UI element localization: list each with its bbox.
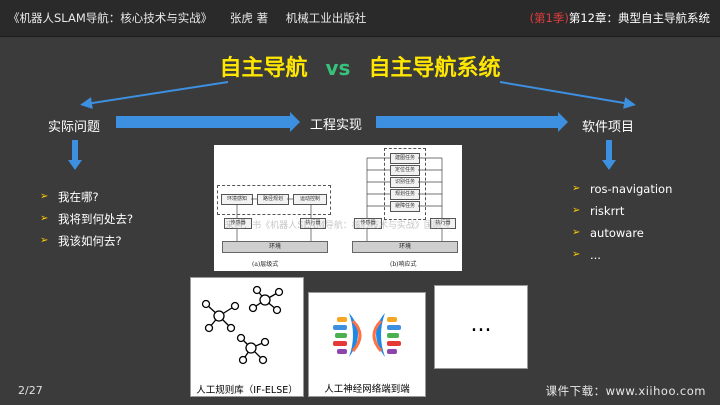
chapter-info: (第1季)第12章：典型自主导航系统 (530, 10, 710, 26)
watermark-text: 来自：书《机器人SLAM导航：核心技术与实战》国际互 (225, 221, 451, 231)
rule-graph-icon (201, 285, 284, 365)
rules-card: 人工规则库（IF-ELSE） (190, 277, 304, 397)
task-avoidance: 避障任务 (390, 201, 420, 212)
box-actuator-a: 执行器 (300, 218, 326, 229)
author: 张虎 著 (229, 11, 269, 25)
arrow-down-right (602, 140, 616, 170)
caption-b: (b)响应式 (390, 261, 417, 268)
headline-vs: vs (325, 56, 351, 80)
figure-connectors (236, 157, 443, 241)
more-ellipsis: ... (470, 312, 492, 337)
page-number: 2/27 (18, 384, 43, 397)
label-software-project: 软件项目 (582, 120, 635, 135)
season-label: (第1季) (529, 11, 569, 25)
arrow-down-left (68, 140, 82, 170)
task-mapping: 建图任务 (390, 153, 420, 164)
chapter-title: 第12章：典型自主导航系统 (568, 11, 710, 25)
project-list: ros-navigation riskrrt autoware ... (572, 178, 672, 266)
arrow-to-left (80, 81, 229, 110)
arrow-to-right (499, 81, 636, 109)
hierarchy-dashed-frame (217, 185, 331, 215)
courseware-link[interactable]: 课件下载：www.xiihoo.com (545, 384, 706, 398)
caption-a: (a)层级式 (252, 261, 279, 268)
list-item: 我该如何去? (40, 230, 133, 252)
more-card: ... (434, 285, 528, 369)
arrow-center-left (116, 112, 300, 132)
publisher: 机械工业出版社 (285, 11, 367, 25)
reactive-dashed-frame (384, 148, 426, 220)
box-planning: 路径规划 (257, 194, 289, 205)
list-item: riskrrt (572, 200, 672, 222)
top-bar (0, 0, 720, 37)
task-planning: 规划任务 (390, 189, 420, 200)
label-engineering: 工程实现 (310, 118, 363, 133)
list-item: ... (572, 244, 672, 266)
env-b: 环境 (352, 241, 458, 253)
book-title: 《机器人SLAM导航：核心技术与实战》 (8, 11, 213, 25)
book-info: 《机器人SLAM导航：核心技术与实战》 张虎 著 机械工业出版社 (8, 10, 380, 26)
box-actuator-b: 执行器 (430, 218, 456, 229)
slide-headline: 自主导航 vs 自主导航系统 (0, 50, 720, 82)
arrow-center-right (376, 112, 568, 132)
box-sensor-a: 传感器 (224, 218, 252, 229)
neural-network-icon (333, 313, 401, 357)
box-control: 运动控制 (293, 194, 327, 205)
label-actual-problem: 实际问题 (48, 120, 101, 135)
task-localization: 定位任务 (390, 165, 420, 176)
headline-right: 自主导航系统 (368, 56, 501, 81)
list-item: autoware (572, 222, 672, 244)
env-a: 环境 (222, 241, 328, 253)
list-item: 我在哪? (40, 186, 133, 208)
question-list: 我在哪? 我将到何处去? 我该如何去? (40, 186, 133, 252)
architecture-figure: 环境感知 路径规划 运动控制 传感器 执行器 环境 (a)层级式 建图任务 定位… (214, 145, 462, 271)
list-item: 我将到何处去? (40, 208, 133, 230)
nn-caption: 人工神经网络端到端 (324, 384, 410, 395)
list-item: ros-navigation (572, 178, 672, 200)
neural-network-card: 人工神经网络端到端 (308, 292, 426, 397)
task-recognition: 识别任务 (390, 177, 420, 188)
headline-left: 自主导航 (219, 56, 308, 81)
rules-caption: 人工规则库（IF-ELSE） (196, 385, 298, 396)
box-sensor-b: 传感器 (354, 218, 382, 229)
